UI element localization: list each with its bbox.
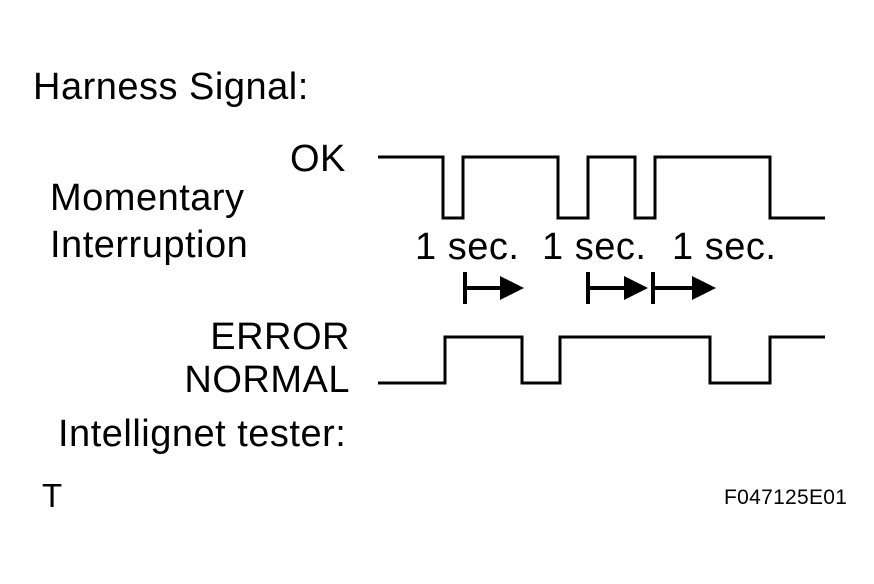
arrowhead-icon [692, 276, 716, 300]
figure-code: F047125E01 [724, 486, 848, 509]
momentary-label: Momentary [50, 177, 245, 219]
interval-arrow-2 [586, 272, 648, 304]
interval-label-2: 1 sec. [542, 226, 647, 268]
ok-level-label: OK [290, 138, 346, 180]
error-level-label: ERROR [210, 316, 350, 358]
intelligent-tester-caption: Intellignet tester: [58, 413, 347, 455]
arrowhead-icon [624, 276, 648, 300]
interval-arrow-1 [463, 272, 524, 304]
arrowhead-icon [500, 276, 524, 300]
intelligent-tester-signal-waveform [378, 335, 825, 385]
normal-level-label: NORMAL [184, 359, 350, 401]
interval-arrow-3 [651, 272, 716, 304]
interval-label-1: 1 sec. [415, 226, 520, 268]
interval-label-3: 1 sec. [672, 226, 777, 268]
harness-ok-signal-waveform [378, 155, 825, 220]
truncated-text: T [42, 477, 63, 514]
interruption-label: Interruption [50, 224, 249, 266]
harness-signal-title: Harness Signal: [33, 66, 309, 108]
